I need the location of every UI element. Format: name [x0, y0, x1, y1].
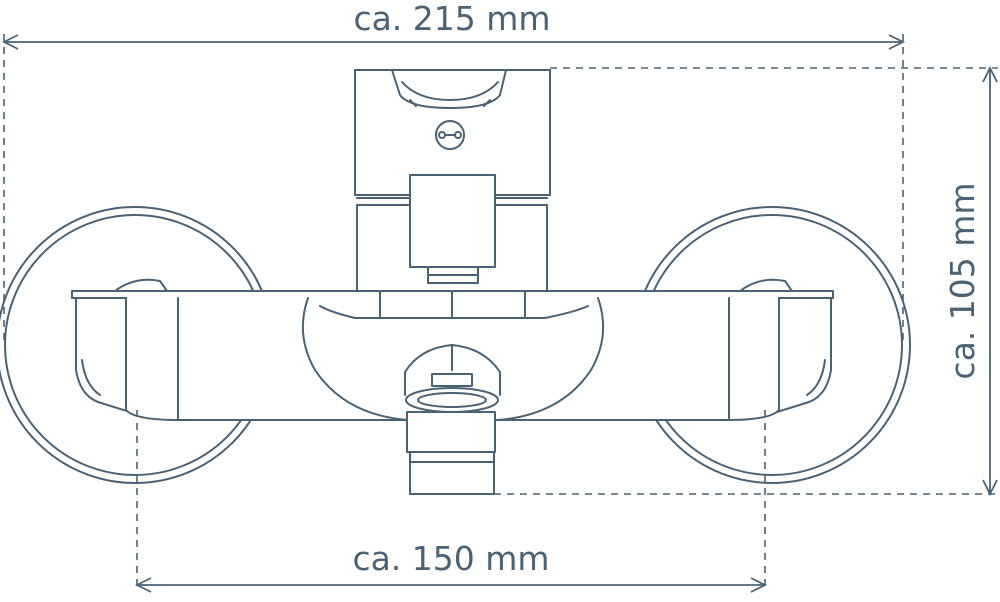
arrowhead-left-icon: [1, 34, 19, 50]
dimension-lines: [1, 34, 998, 593]
arrowhead-right-icon: [888, 34, 906, 50]
extension-lines: [3, 34, 998, 592]
left-connector: [75, 278, 179, 421]
cartridge-housing: [356, 174, 548, 292]
hose-outlet: [406, 411, 496, 495]
center-distance-label: ca. 150 mm: [352, 539, 549, 578]
spout-outlet: [404, 344, 501, 413]
height-label: ca. 105 mm: [943, 182, 982, 379]
arrowhead-up-icon: [982, 65, 998, 83]
right-connector: [728, 278, 832, 421]
spout-body: [301, 290, 605, 421]
overall-width-label: ca. 215 mm: [353, 0, 550, 38]
